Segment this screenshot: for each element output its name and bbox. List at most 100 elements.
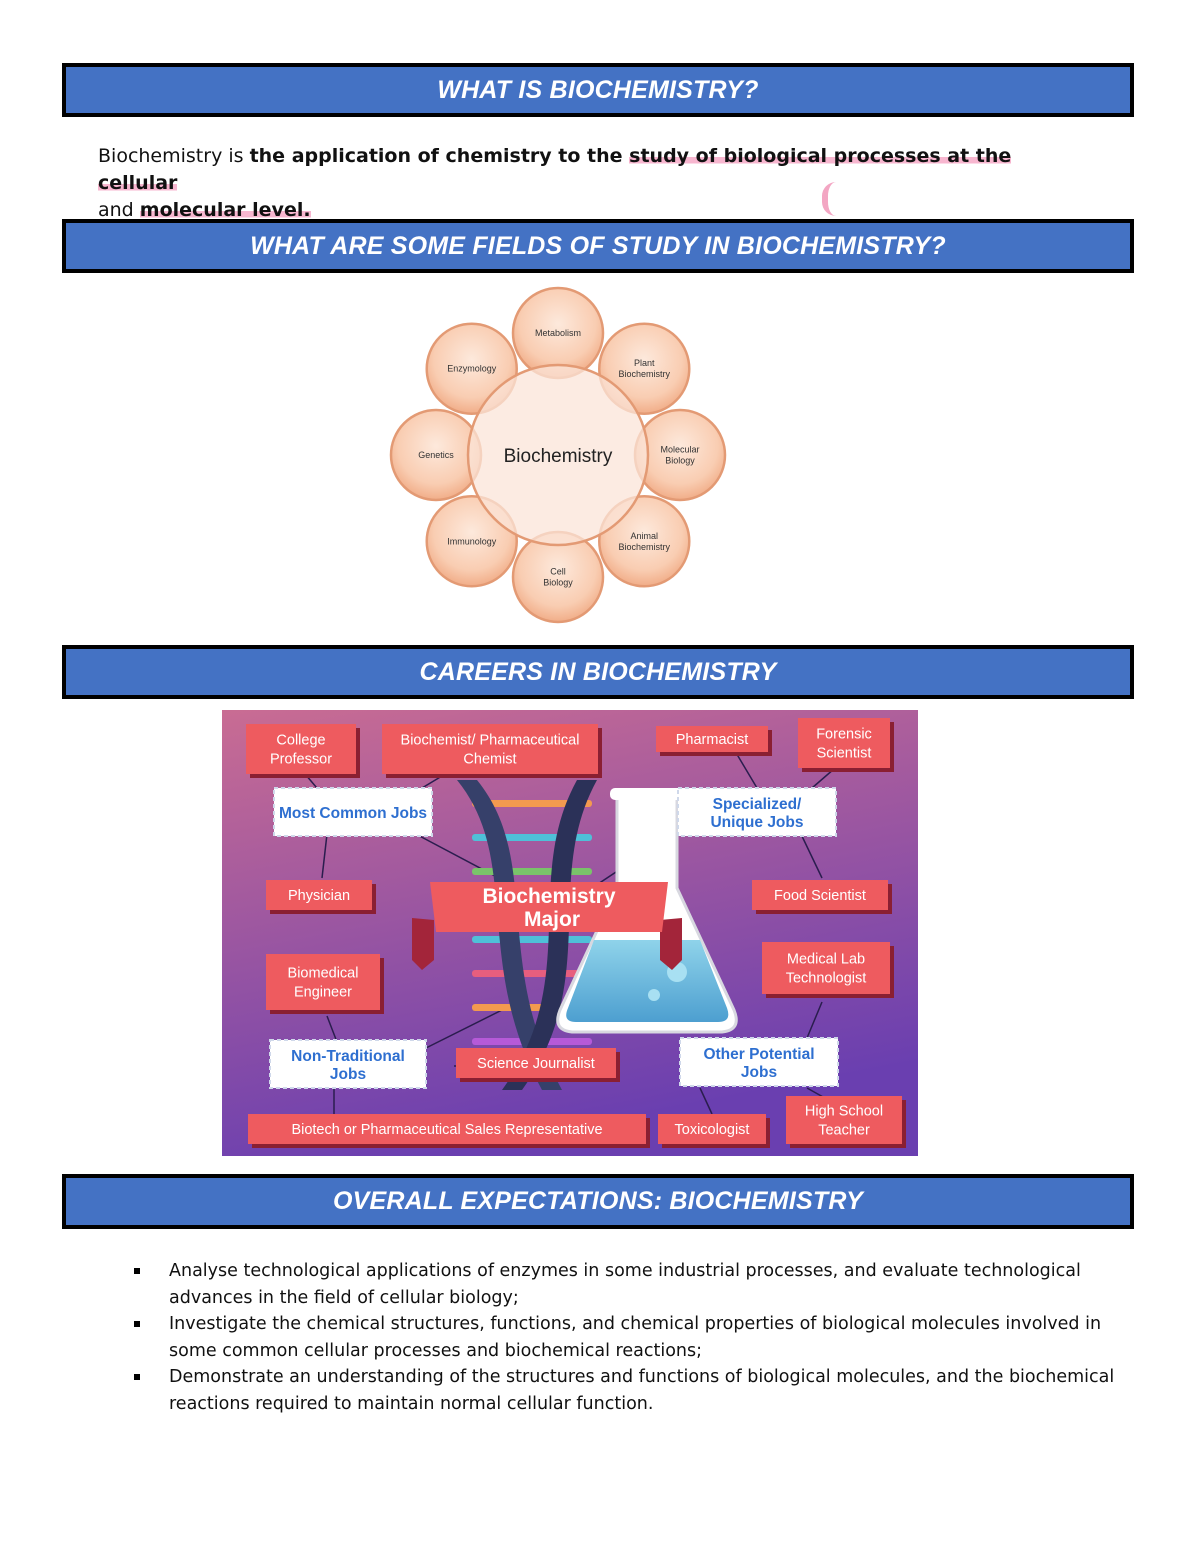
field-label: Molecular: [660, 445, 699, 455]
list-item: Analyse technological applications of en…: [130, 1258, 1120, 1311]
job-tag: [786, 1096, 902, 1144]
expectation-text: Demonstrate an understanding of the stru…: [169, 1367, 1115, 1414]
job-tag: [266, 954, 380, 1010]
intro-highlight-text: molecular level.: [139, 199, 311, 221]
section-title: WHAT ARE SOME FIELDS OF STUDY IN BIOCHEM…: [250, 231, 946, 260]
intro-text: Biochemistry is: [98, 145, 250, 167]
section-banner-expectations: OVERALL EXPECTATIONS: BIOCHEMISTRY: [62, 1174, 1134, 1229]
connector-line: [326, 1015, 338, 1043]
dna-strand: [502, 780, 597, 1090]
banner-ribbon: [412, 918, 434, 970]
connector-line: [421, 1009, 503, 1051]
connector-line: [699, 1087, 713, 1115]
bullet-icon: [134, 1374, 140, 1380]
category-label: Jobs: [741, 1064, 777, 1081]
job-tag: [656, 726, 768, 752]
banner-ribbon: [660, 918, 682, 970]
job-label: High School: [805, 1104, 883, 1120]
list-item: Investigate the chemical structures, fun…: [130, 1311, 1120, 1364]
job-label: Technologist: [786, 971, 867, 987]
job-label: Biochemist/ Pharmaceutical: [401, 733, 580, 749]
field-label: Plant: [634, 358, 655, 368]
bullet-icon: [134, 1268, 140, 1274]
section-banner-fields: WHAT ARE SOME FIELDS OF STUDY IN BIOCHEM…: [62, 219, 1134, 273]
job-label: Pharmacist: [676, 732, 749, 748]
job-label: Professor: [270, 752, 332, 768]
job-label: Teacher: [818, 1123, 870, 1139]
section-banner-what-is: WHAT IS BIOCHEMISTRY?: [62, 63, 1134, 117]
field-label: Biochemistry: [619, 369, 671, 379]
bullet-icon: [134, 1321, 140, 1327]
category-label: Most Common Jobs: [279, 805, 427, 822]
section-title: OVERALL EXPECTATIONS: BIOCHEMISTRY: [333, 1187, 863, 1215]
job-tag: [248, 1114, 646, 1144]
expectation-text: Analyse technological applications of en…: [169, 1261, 1081, 1308]
center-label: Biochemistry: [504, 446, 613, 467]
field-label: Animal: [631, 531, 659, 541]
job-label: Toxicologist: [675, 1122, 750, 1138]
title-banner: [430, 882, 668, 932]
section-title: CAREERS IN BIOCHEMISTRY: [419, 657, 777, 686]
category-label: Specialized/: [713, 796, 802, 813]
field-label: Cell: [550, 567, 566, 577]
list-item: Demonstrate an understanding of the stru…: [130, 1364, 1120, 1417]
connector-line: [799, 831, 823, 879]
center-circle: [466, 363, 650, 547]
job-label: Scientist: [817, 746, 872, 762]
job-tag: [456, 1048, 616, 1078]
dna-rung: [472, 936, 592, 943]
expectations-list: Analyse technological applications of en…: [130, 1258, 1120, 1417]
category-label: Unique Jobs: [710, 814, 803, 831]
section-banner-careers: CAREERS IN BIOCHEMISTRY: [62, 645, 1134, 699]
fields-of-study-diagram: MetabolismPlantBiochemistryMolecularBiol…: [389, 286, 727, 624]
intro-text: and: [98, 199, 140, 221]
job-label: College: [276, 733, 325, 749]
job-label: Engineer: [294, 985, 352, 1001]
category-box: [269, 1039, 427, 1089]
category-box: [679, 1037, 839, 1087]
dna-rung: [472, 868, 592, 875]
job-tag: [762, 942, 890, 994]
job-label: Physician: [288, 888, 350, 904]
field-label: Biology: [543, 578, 573, 588]
connector-line: [321, 833, 328, 879]
job-label: Forensic: [816, 727, 872, 743]
job-tag: [382, 724, 598, 774]
careers-infographic: BiochemistryMajorCollegeProfessorBiochem…: [222, 710, 918, 1156]
bubble: [648, 989, 660, 1001]
highlighter-mark: [822, 182, 836, 216]
intro-bold-text: the application of chemistry to the: [249, 145, 630, 167]
category-box: [677, 787, 837, 837]
connector-line: [806, 1001, 823, 1039]
job-tag: [246, 724, 356, 774]
job-tag: [658, 1114, 766, 1144]
field-label: Metabolism: [535, 328, 581, 338]
flask-lip: [610, 788, 684, 800]
flask-liquid: [566, 940, 729, 1022]
field-label: Biology: [665, 456, 695, 466]
field-label: Genetics: [418, 450, 454, 460]
dna-rung: [472, 800, 592, 807]
category-label: Jobs: [330, 1066, 366, 1083]
job-label: Medical Lab: [787, 952, 865, 968]
category-label: Non-Traditional: [291, 1048, 405, 1065]
job-label: Biomedical: [288, 966, 359, 982]
category-box: [273, 787, 433, 837]
dna-strand: [457, 780, 562, 1090]
job-tag: [752, 880, 888, 910]
field-label: Biochemistry: [619, 542, 671, 552]
job-label: Biotech or Pharmaceutical Sales Represen…: [291, 1122, 602, 1138]
section-title: WHAT IS BIOCHEMISTRY?: [437, 75, 759, 104]
intro-paragraph: Biochemistry is the application of chemi…: [98, 143, 1088, 224]
dna-rung: [472, 970, 592, 977]
job-tag: [266, 880, 372, 910]
expectation-text: Investigate the chemical structures, fun…: [169, 1314, 1102, 1361]
job-label: Food Scientist: [774, 888, 866, 904]
field-label: Immunology: [447, 536, 497, 546]
infographic-title: Major: [524, 908, 580, 931]
job-tag: [798, 718, 890, 768]
job-label: Science Journalist: [477, 1056, 595, 1072]
field-label: Enzymology: [447, 364, 497, 374]
job-label: Chemist: [463, 752, 516, 768]
category-label: Other Potential: [703, 1046, 814, 1063]
